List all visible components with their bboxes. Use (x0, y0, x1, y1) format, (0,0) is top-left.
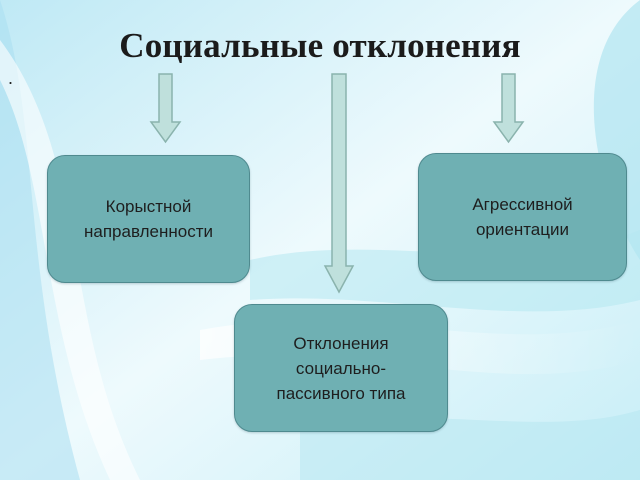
box-left-line-1: Корыстной (105, 197, 192, 216)
bullet-marker: . (8, 68, 14, 88)
box-bottom-line-2: социально- (295, 358, 387, 378)
box-mercenary-orientation: Корыстной направленности (47, 155, 250, 283)
box-bottom-line-1: Отклонения (293, 333, 389, 353)
box-right-line-1: Агрессивной (472, 195, 573, 214)
arrow-to-left-box (149, 73, 182, 144)
arrow-to-bottom-box (323, 73, 355, 294)
page-title: Социальные отклонения (119, 26, 521, 65)
box-bottom-line-3: пассивного типа (276, 383, 406, 403)
box-left-line-2: направленности (84, 222, 213, 241)
box-right-line-2: ориентации (475, 220, 569, 239)
box-socially-passive: Отклонения социально- пассивного типа (234, 304, 448, 432)
box-aggressive-orientation: Агрессивной ориентации (418, 153, 627, 281)
arrow-to-right-box (492, 73, 525, 144)
